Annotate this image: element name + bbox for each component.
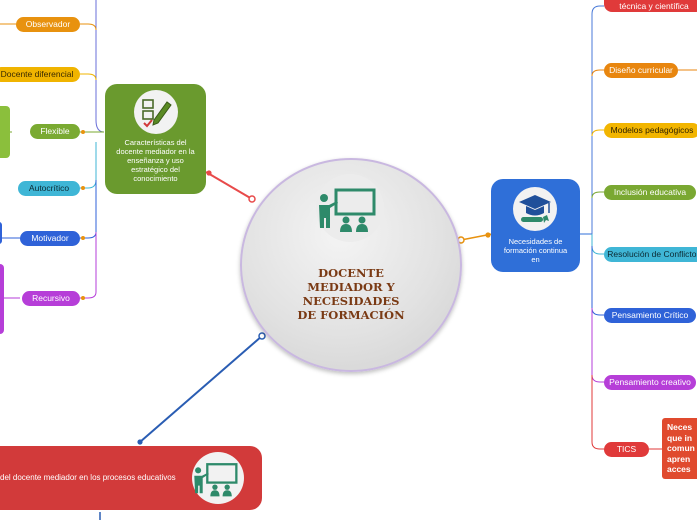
left-hub-label: Características del docente mediador en …: [116, 138, 195, 183]
left-item-label: Flexible: [40, 126, 70, 136]
right-item-resolucion-conflictos[interactable]: Resolución de Conflictos: [604, 247, 697, 262]
right-hub-label: Necesidades de formación continua en: [503, 237, 568, 264]
right-item-diseno-curricular[interactable]: Diseño curricular: [604, 63, 678, 78]
left-cutoff-box-blue: [0, 222, 2, 244]
left-item-recursivo[interactable]: Recursivo: [22, 291, 80, 306]
teacher-classroom-icon: [194, 463, 238, 497]
right-item-tecnica-cientifica[interactable]: técnica y científica: [604, 0, 697, 12]
right-item-inclusion-educativa[interactable]: Inclusión educativa: [604, 185, 696, 200]
right-hub-icon-circle: [513, 187, 557, 231]
tics-note-line: que in: [667, 432, 693, 443]
center-title-line: NECESIDADES: [302, 294, 400, 308]
center-title-line: DOCENTE: [318, 266, 384, 280]
bottom-hub-node[interactable]: del docente mediador en los procesos edu…: [0, 446, 262, 510]
right-item-label: Inclusión educativa: [613, 187, 687, 197]
right-item-tics[interactable]: TICS: [604, 442, 649, 457]
left-item-label: Autocrítico: [28, 183, 70, 193]
left-item-docente-diferencial[interactable]: Docente diferencial: [0, 67, 80, 82]
tics-note-line: Neces: [667, 422, 693, 432]
tics-note-line: comun: [667, 443, 695, 453]
center-icon-circle: [316, 174, 384, 242]
tics-note-line: apren: [667, 453, 691, 464]
left-item-motivador[interactable]: Motivador: [20, 231, 80, 246]
center-title: DOCENTE MEDIADOR Y NECESIDADES DE FORMAC…: [286, 266, 416, 322]
right-item-label: técnica y científica: [619, 1, 689, 11]
left-item-label: Recursivo: [32, 293, 70, 303]
left-hub-node[interactable]: Características del docente mediador en …: [105, 84, 206, 194]
bottom-hub-icon-circle: [192, 452, 244, 504]
tics-note-line: acces: [667, 464, 691, 474]
left-item-flexible[interactable]: Flexible: [30, 124, 80, 139]
left-hub-icon-circle: [134, 90, 178, 134]
checklist-pencil-icon: [142, 99, 172, 128]
right-item-label: Diseño curricular: [609, 65, 673, 75]
bottom-hub-label: del docente mediador en los procesos edu…: [0, 473, 176, 482]
right-item-label: TICS: [616, 444, 637, 454]
teacher-classroom-icon: [319, 188, 376, 232]
left-cutoff-box-purple: [0, 264, 4, 334]
tics-note-box[interactable]: Neces que in comun apren acces: [662, 418, 697, 479]
left-item-autocritico[interactable]: Autocrítico: [18, 181, 80, 196]
center-title-line: MEDIADOR Y: [307, 280, 395, 294]
left-item-label: Motivador: [31, 233, 69, 243]
right-item-pensamiento-critico[interactable]: Pensamiento Crítico: [604, 308, 696, 323]
right-item-label: Modelos pedagógicos: [610, 125, 694, 135]
right-item-modelos-pedagogicos[interactable]: Modelos pedagógicos: [604, 123, 697, 138]
right-item-label: Pensamiento creativo: [609, 377, 691, 387]
graduation-cap-diploma-icon: [519, 195, 551, 223]
left-item-label: Observador: [25, 19, 71, 29]
right-item-label: Pensamiento Crítico: [611, 310, 689, 320]
right-item-label: Resolución de Conflictos: [607, 249, 697, 259]
right-hub-node[interactable]: Necesidades de formación continua en: [491, 179, 580, 272]
left-cutoff-box-green: [0, 106, 10, 158]
right-item-pensamiento-creativo[interactable]: Pensamiento creativo: [604, 375, 696, 390]
center-title-line: DE FORMACIÓN: [297, 308, 405, 322]
left-item-label: Docente diferencial: [0, 69, 74, 79]
left-item-observador[interactable]: Observador: [16, 17, 80, 32]
